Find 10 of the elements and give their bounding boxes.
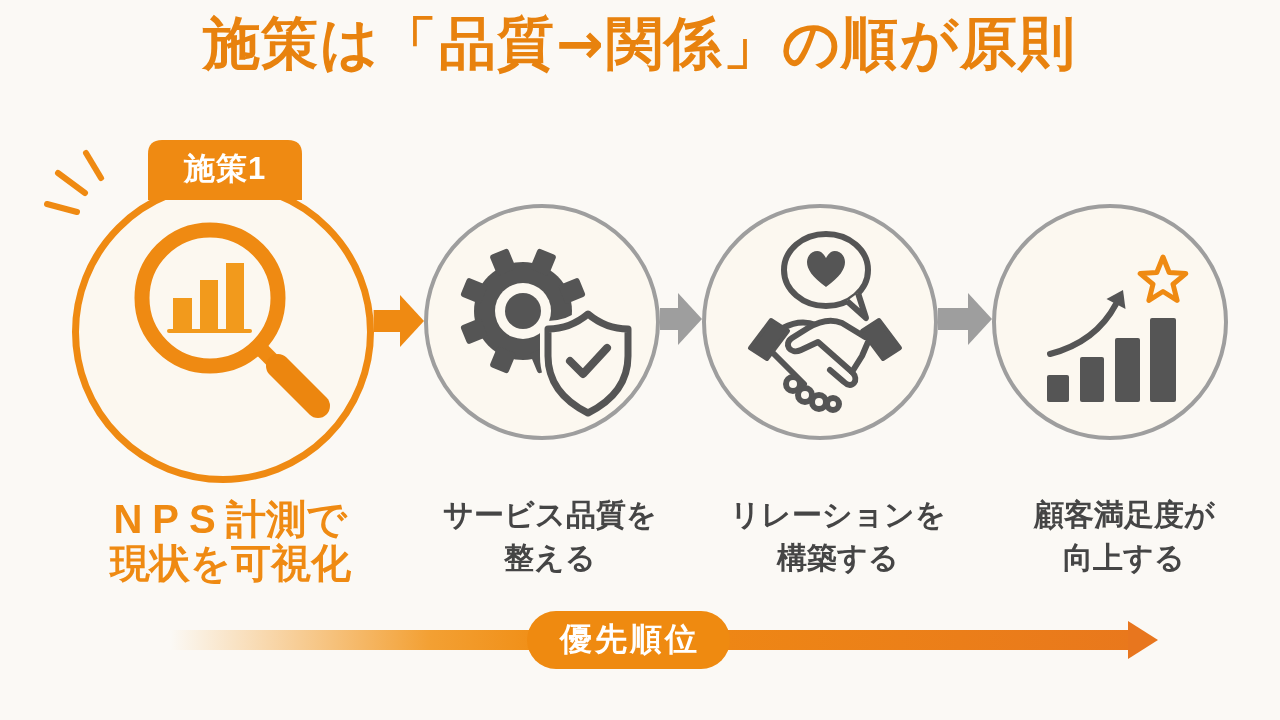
node-label: サービス品質を整える [442,497,658,576]
block-arrow [373,295,424,347]
node-label: リレーションを構築する [730,497,946,576]
node-label: 顧客満足度が向上する [1032,497,1216,576]
block-arrow [938,293,992,345]
title: 施策は「品質→関係」の順が原則 [202,9,1078,78]
tab-label: 施策1 [182,150,268,188]
priority-badge: 優先順位 [527,611,730,669]
block-arrow [660,293,702,345]
highlighted-step-circle [71,138,375,484]
